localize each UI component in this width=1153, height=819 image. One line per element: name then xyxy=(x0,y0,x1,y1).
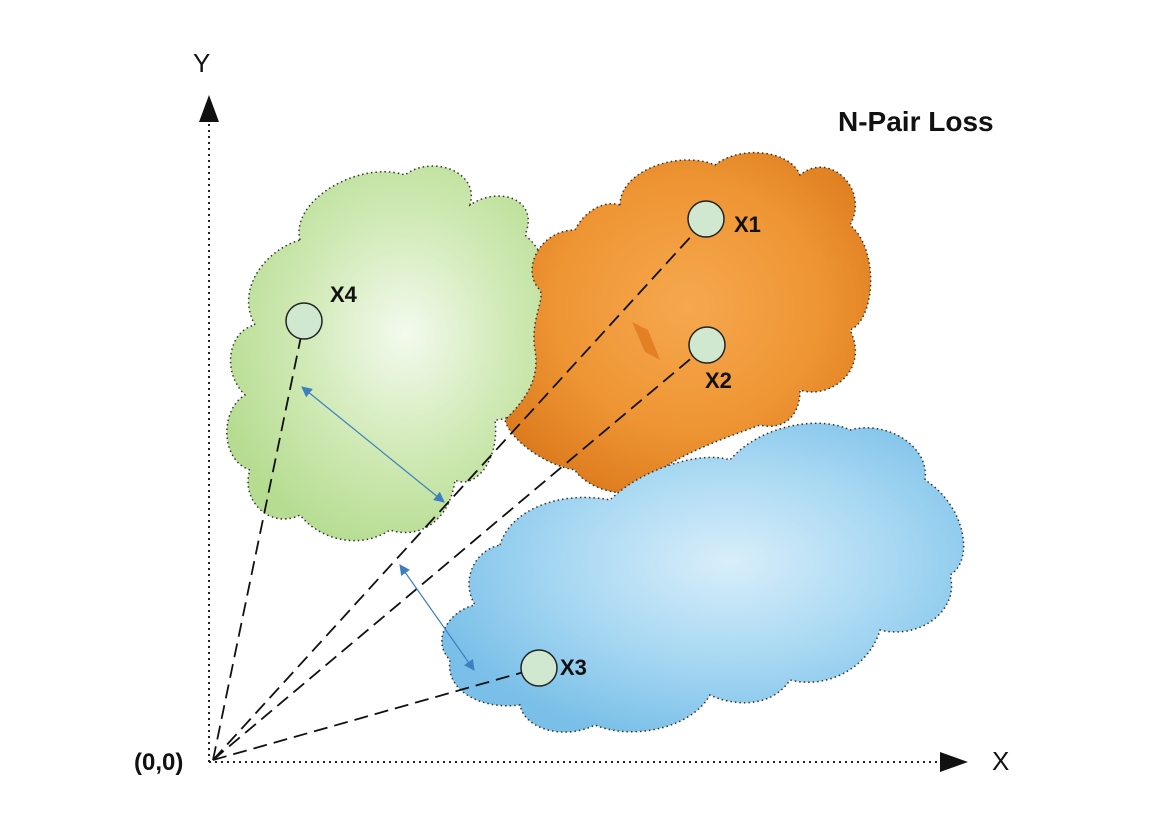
distance-arrow-x4 xyxy=(301,386,445,503)
label-x1: X1 xyxy=(734,212,761,237)
label-x4: X4 xyxy=(330,282,358,307)
vector-x3 xyxy=(212,667,539,761)
blue-cluster-cloud xyxy=(441,422,965,733)
point-x4 xyxy=(285,302,323,340)
distance-arrow-x3 xyxy=(399,564,475,671)
y-axis-label: Y xyxy=(193,48,210,78)
diagram-title: N-Pair Loss xyxy=(838,106,994,137)
label-x3: X3 xyxy=(560,655,587,680)
x-axis-arrowhead xyxy=(940,752,968,772)
y-axis-arrowhead xyxy=(199,95,219,122)
green-cluster-cloud xyxy=(226,165,552,542)
point-x3 xyxy=(520,649,558,687)
point-x1 xyxy=(687,200,725,238)
origin-label: (0,0) xyxy=(134,749,183,776)
vector-x1 xyxy=(212,219,707,761)
vector-x2 xyxy=(212,344,708,761)
distance-arrow-x1-x2 xyxy=(632,322,660,360)
point-x2 xyxy=(688,326,726,364)
orange-cluster-cloud xyxy=(504,152,872,494)
vector-x4 xyxy=(212,321,305,761)
label-x2: X2 xyxy=(705,368,732,393)
x-axis-label: X xyxy=(992,746,1009,776)
